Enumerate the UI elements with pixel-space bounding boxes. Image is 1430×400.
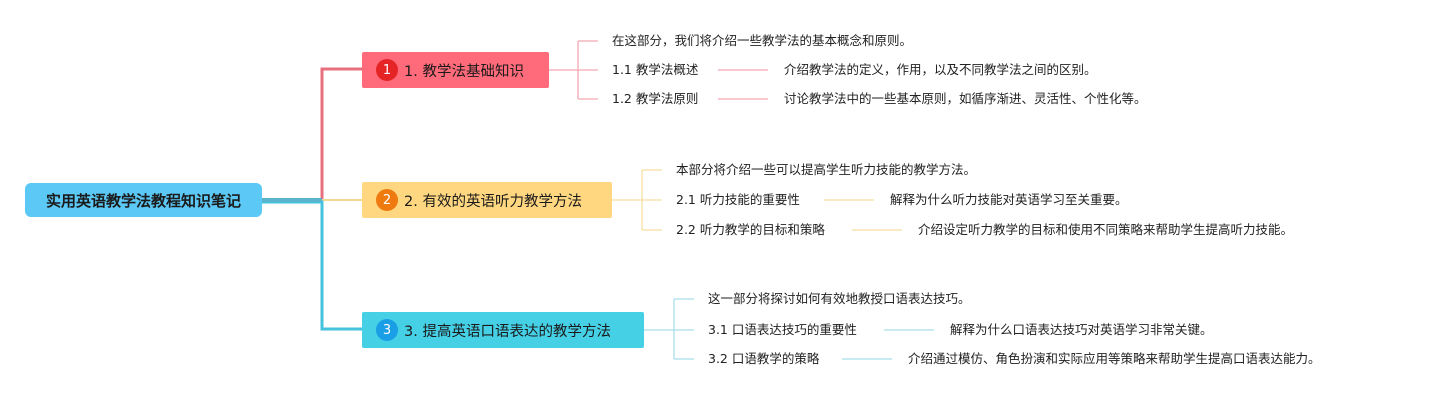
subtopic-3-1[interactable]: 3.1 口语表达技巧的重要性 (708, 322, 857, 337)
subtopic-2-1-desc[interactable]: 解释为什么听力技能对英语学习至关重要。 (890, 192, 1128, 207)
root-topic[interactable]: 实用英语教学法教程知识笔记 (25, 183, 262, 217)
number-badge-icon: 1 (376, 59, 398, 81)
subtopic-2-1[interactable]: 2.1 听力技能的重要性 (676, 192, 800, 207)
subtopic-3-1-desc[interactable]: 解释为什么口语表达技巧对英语学习非常关键。 (950, 322, 1213, 337)
connector-root-b1 (262, 67, 362, 202)
branch-topic-label: 1. 教学法基础知识 (404, 63, 524, 80)
subtopic-1-1[interactable]: 1.1 教学法概述 (612, 62, 699, 77)
subtopic-1-2[interactable]: 1.2 教学法原则 (612, 91, 699, 106)
subtopic-2-2[interactable]: 2.2 听力教学的目标和策略 (676, 222, 825, 237)
branch-topic-label: 2. 有效的英语听力教学方法 (404, 193, 582, 210)
connector-b3-group (644, 298, 694, 360)
connector-b1-group (549, 40, 598, 100)
subtopic-2-2-desc[interactable]: 介绍设定听力教学的目标和使用不同策略来帮助学生提高听力技能。 (918, 222, 1294, 237)
number-badge-icon: 2 (376, 189, 398, 211)
subtopic-3-2-desc[interactable]: 介绍通过模仿、角色扮演和实际应用等策略来帮助学生提高口语表达能力。 (908, 351, 1321, 366)
number-badge-icon: 3 (376, 319, 398, 341)
subtopic-1-2-desc[interactable]: 讨论教学法中的一些基本原则，如循序渐进、灵活性、个性化等。 (784, 91, 1147, 106)
branch-3-intro[interactable]: 这一部分将探讨如何有效地教授口语表达技巧。 (708, 291, 971, 306)
connector-root-b3 (262, 200, 362, 331)
branch-topic-label: 3. 提高英语口语表达的教学方法 (404, 323, 611, 340)
connector-b2-group (612, 169, 662, 231)
branch-topic-2[interactable]: 2 2. 有效的英语听力教学方法 (362, 182, 612, 218)
root-topic-label: 实用英语教学法教程知识笔记 (45, 191, 241, 210)
branch-topic-1[interactable]: 1 1. 教学法基础知识 (362, 52, 549, 88)
branch-topic-3[interactable]: 3 3. 提高英语口语表达的教学方法 (362, 312, 644, 348)
subtopic-1-1-desc[interactable]: 介绍教学法的定义，作用，以及不同教学法之间的区别。 (784, 62, 1097, 77)
branch-1-intro[interactable]: 在这部分，我们将介绍一些教学法的基本概念和原则。 (612, 33, 913, 48)
subtopic-3-2[interactable]: 3.2 口语教学的策略 (708, 351, 820, 366)
branch-2-intro[interactable]: 本部分将介绍一些可以提高学生听力技能的教学方法。 (676, 162, 977, 177)
